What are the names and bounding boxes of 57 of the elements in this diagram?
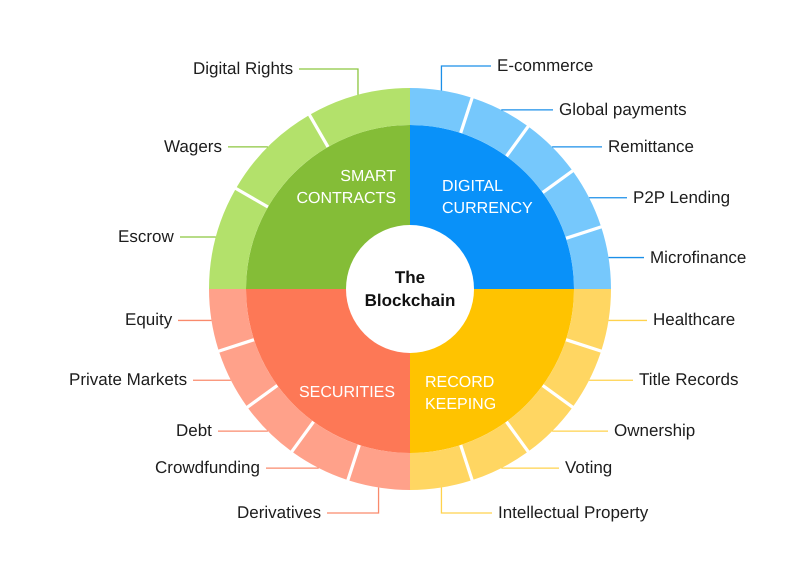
callout-label: Healthcare [647,310,742,330]
ring-segment [462,422,527,480]
leader-line [218,430,268,432]
ring-segment [566,289,611,350]
leader-line [440,488,492,514]
leader-line [440,65,491,90]
callout-label: Debt [170,421,218,441]
sector-title: RECORD KEEPING [425,373,498,415]
ring-segment [310,88,410,147]
center-title: The Blockchain [364,267,456,312]
ring-segment [410,445,471,490]
sector-title: DIGITAL CURRENCY [442,177,534,219]
callout-label: Equity [119,310,178,330]
sector-title: SMART CONTRACTS [295,167,396,209]
callout-label: Private Markets [63,370,194,390]
leader-line [608,320,647,322]
leader-line [228,146,268,148]
leader-line [180,236,216,238]
ring-segment [410,88,471,133]
callout-label: Escrow [112,227,180,247]
leader-line [299,68,359,95]
callout-label: Digital Rights [187,59,300,79]
callout-label: Ownership [608,421,702,441]
leader-line [178,320,212,322]
ring-segment [219,341,277,406]
sector-title: SECURITIES [298,383,395,403]
callout-label: P2P Lending [627,188,736,208]
leader-line [193,380,231,381]
ring-segment [462,98,527,156]
ring-segment [507,127,572,192]
ring-segment [209,289,254,350]
ring-segment [209,189,268,290]
leader-line [501,467,559,469]
ring-segment [293,422,358,480]
ring-segment [507,386,572,451]
leader-line [589,380,633,381]
leader-line [552,430,608,432]
callout-label: E-commerce [491,56,600,76]
callout-label: Derivatives [231,503,328,523]
callout-label: Title Records [633,370,745,390]
leader-line [266,467,319,469]
callout-label: Crowdfunding [149,458,266,478]
callout-label: Microfinance [644,248,752,268]
ring-segment [543,341,601,406]
leader-line [589,197,627,198]
callout-label: Remittance [602,137,700,157]
callout-label: Intellectual Property [492,503,654,523]
callout-label: Global payments [553,100,693,120]
ring-segment [543,172,601,237]
leader-line [552,146,602,148]
leader-line [608,256,644,258]
callout-label: Voting [559,458,618,478]
leader-line [501,109,553,111]
ring-segment [349,445,410,490]
callout-label: Wagers [158,137,228,157]
leader-line [327,488,380,514]
ring-segment [566,228,611,289]
